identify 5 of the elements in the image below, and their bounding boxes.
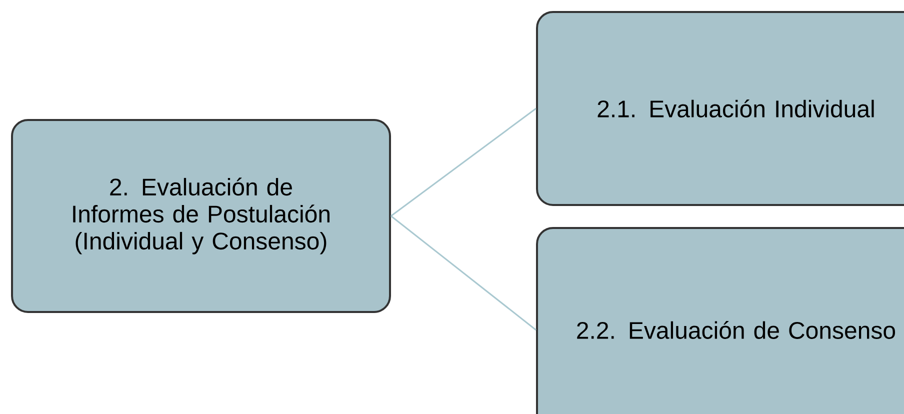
process-box: 2.2. Evaluación de Consenso	[536, 226, 904, 414]
process-box: 2.1. Evaluación Individual	[536, 11, 904, 206]
connector-line	[390, 108, 536, 217]
connector-line	[390, 215, 536, 331]
process-box: 2. Evaluación de Informes de Postulación (Individual y Consenso)	[11, 119, 391, 313]
